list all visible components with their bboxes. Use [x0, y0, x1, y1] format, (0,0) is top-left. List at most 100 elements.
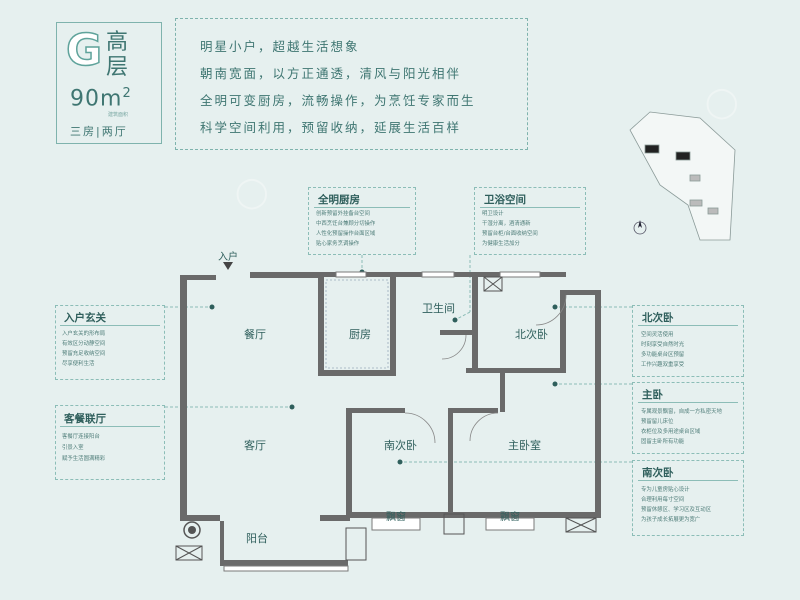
callout-divider [314, 207, 410, 208]
shaft [345, 527, 367, 561]
shaft-line [565, 517, 597, 533]
wall [448, 408, 498, 413]
wall [250, 272, 318, 278]
bay-window [371, 517, 421, 531]
callout-item: 预留充足收纳空间 [62, 351, 106, 357]
window [421, 271, 455, 278]
callout-divider [60, 426, 160, 427]
callout-item: 衣柜位及多用途桌台区域 [641, 429, 701, 435]
callout-item: 预留台柜/台面收纳空间 [482, 231, 538, 237]
pillar [183, 521, 201, 539]
building-type: 高层 [106, 30, 129, 80]
room-master-bedroom: 主卧室 [508, 439, 541, 452]
door-arc [441, 334, 467, 360]
windows [223, 271, 541, 572]
area-unit-sup: 2 [122, 86, 132, 101]
shaft [175, 545, 203, 561]
callout-item: 固留主卧所有功能 [641, 439, 685, 445]
callout-title: 主卧 [642, 389, 663, 401]
watermark-logo: ◯ [235, 175, 269, 210]
wall [500, 372, 505, 412]
leader-dot [289, 404, 295, 410]
unit-badge [56, 22, 162, 144]
callout-item: 合理利用每寸空间 [641, 497, 685, 503]
room-living: 客厅 [244, 439, 266, 452]
wall [346, 512, 598, 518]
callout-item: 有效区分动静空间 [62, 341, 106, 347]
callout-item: 尽享便利生活 [62, 361, 95, 367]
entry-label: 入户 [218, 252, 238, 263]
callout-item: 赋予生活圆满精彩 [62, 456, 106, 462]
compass-icon [633, 220, 647, 235]
leader-dots [209, 269, 558, 465]
shafts [175, 276, 597, 561]
callout-title: 南次卧 [642, 467, 674, 479]
area-value: 90m [70, 86, 123, 112]
callout-south-bedroom [632, 460, 744, 536]
callout-item: 干湿分离，酒清通新 [482, 221, 531, 227]
site-building [707, 207, 719, 215]
callout-item: 为健康生活加分 [482, 241, 520, 247]
bay-window [485, 517, 535, 531]
callout-kitchen [308, 187, 416, 255]
room-north-bedroom: 北次卧 [515, 328, 548, 341]
callout-item: 明卫设计 [482, 211, 504, 217]
area-tag: 建筑面积 [108, 112, 129, 118]
callout-item: 时刻享受自然时光 [641, 342, 685, 348]
bay-windows [371, 517, 535, 531]
room-south-bedroom: 南次卧 [384, 439, 417, 452]
callout-north-bedroom [632, 305, 744, 377]
wall [180, 275, 187, 515]
callout-title: 卫浴空间 [484, 194, 526, 206]
shaft-line [483, 276, 503, 292]
wall [320, 515, 350, 521]
callout-title: 北次卧 [642, 312, 674, 324]
entry-arrow-icon [223, 262, 233, 270]
shaft [483, 276, 503, 292]
leader-dot [209, 304, 215, 310]
wall [466, 368, 566, 373]
callout-bath [474, 187, 586, 255]
callout-item: 专属观景飘窗，自成一方私密天地 [641, 409, 722, 415]
slogan-line: 全明可变厨房，流畅操作，为烹饪专家而生 [200, 93, 476, 108]
callout-divider [638, 325, 738, 326]
callout-title: 客餐联厅 [64, 413, 106, 425]
callout-item: 入户玄关的形布局 [62, 331, 106, 337]
callout-title: 全明厨房 [318, 194, 360, 206]
room-dining: 餐厅 [244, 328, 266, 341]
wall [560, 290, 566, 370]
callout-divider [638, 480, 738, 481]
wall [566, 290, 600, 295]
wall [448, 408, 453, 513]
callout-item: 引景入室 [62, 445, 84, 451]
window [223, 565, 349, 572]
site-outline [629, 111, 736, 241]
watermark-logo: ◯ [705, 85, 739, 120]
site-building [689, 199, 703, 207]
callout-entrance [55, 305, 165, 380]
callout-living [55, 405, 165, 480]
room-bathroom: 卫生间 [422, 302, 455, 315]
door-arc [404, 412, 436, 444]
callout-item: 创新预留外挂备台空间 [316, 211, 370, 217]
doors [404, 294, 567, 444]
wall [180, 275, 216, 280]
callout-item: 空间灵活使用 [641, 332, 674, 338]
bay-window-label: 飘窗 [500, 512, 520, 523]
leader-dot [452, 317, 458, 323]
wall [595, 290, 601, 518]
site-building [644, 144, 660, 154]
callout-item: 多功能桌台区预留 [641, 352, 685, 358]
wall [472, 272, 478, 372]
unit-letter: G [65, 25, 103, 76]
slogan-box [175, 18, 528, 150]
wall [350, 408, 405, 413]
site-building [689, 174, 701, 182]
shaft [443, 513, 465, 535]
callout-item: 为孩子成长拓展更为宽广 [641, 517, 701, 523]
wall [318, 370, 396, 376]
callout-item: 客餐厅连接阳台 [62, 434, 100, 440]
wall [180, 515, 220, 521]
callout-item: 中西烹饪台兼顾分切操作 [316, 221, 376, 227]
